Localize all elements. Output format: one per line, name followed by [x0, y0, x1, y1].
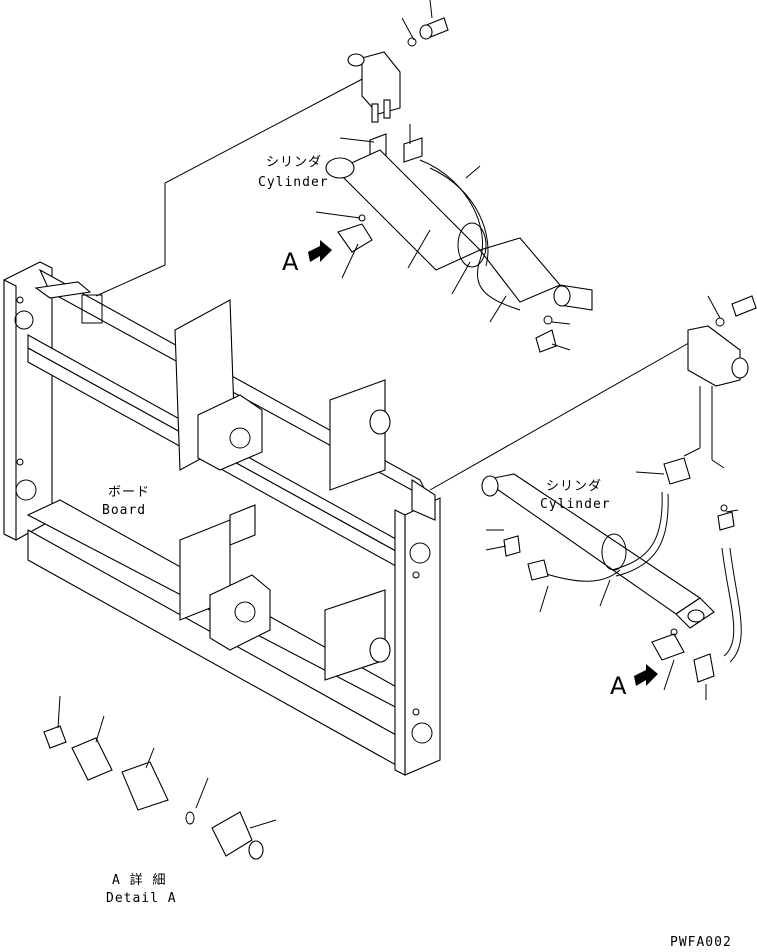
detail-a-parts: [43, 695, 277, 860]
board-label-en: Board: [102, 503, 146, 518]
leader-lines: [95, 75, 695, 491]
cylinder-label-en-top: Cylinder: [258, 175, 329, 190]
board-frame: [3, 261, 441, 776]
upper-cylinder-assembly: [315, 0, 593, 353]
view-a-label-top: A: [282, 248, 299, 276]
board-label-jp: ボード: [108, 485, 150, 500]
cylinder-label-jp-top: シリンダ: [266, 155, 322, 170]
view-arrow-icon: [634, 664, 658, 686]
detail-a-label-jp: A 詳 細: [112, 872, 166, 888]
cylinder-label-jp-right: シリンダ: [546, 479, 602, 494]
view-a-label-right: A: [610, 672, 627, 700]
view-arrow-icon: [308, 240, 332, 262]
detail-a-label-en: Detail A: [106, 891, 177, 906]
cylinder-label-en-right: Cylinder: [540, 497, 611, 512]
drawing-code: PWFA002: [670, 935, 732, 950]
right-cylinder-assembly: [481, 295, 757, 700]
